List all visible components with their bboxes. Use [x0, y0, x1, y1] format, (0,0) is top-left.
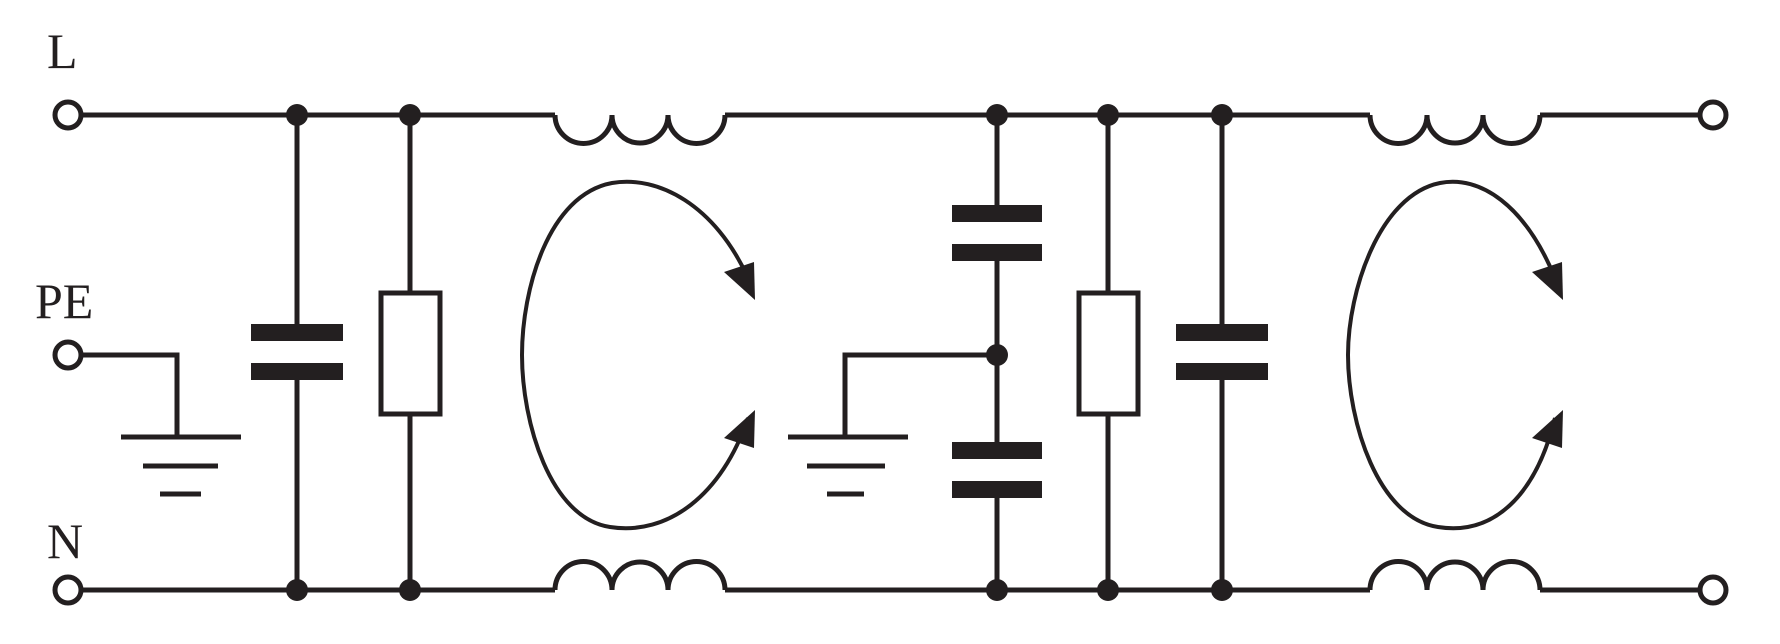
- y-capacitor-ground-symbol: [788, 352, 997, 497]
- x-capacitor-1: [251, 115, 343, 590]
- current-loop-arrow-2: [1345, 179, 1563, 531]
- label-neutral: N: [47, 513, 83, 569]
- pe-ground-symbol: [81, 352, 241, 497]
- terminal-neutral-input: [52, 574, 84, 606]
- x-capacitor-2: [1176, 115, 1268, 590]
- terminal-neutral-output: [1697, 574, 1729, 606]
- terminal-protective-earth: [52, 339, 84, 371]
- current-loop-arrow-1: [519, 179, 755, 531]
- junction-node: [1097, 104, 1119, 126]
- resistor-1: [378, 115, 443, 590]
- junction-node: [1211, 579, 1233, 601]
- junction-node: [286, 104, 308, 126]
- junction-nodes: [286, 104, 1233, 601]
- junction-node: [286, 579, 308, 601]
- junction-node: [986, 344, 1008, 366]
- common-mode-choke-2: [1367, 114, 1543, 591]
- label-protective-earth: PE: [35, 273, 93, 329]
- junction-node: [1211, 104, 1233, 126]
- common-mode-choke-1: [552, 114, 728, 591]
- resistor-2: [1076, 115, 1141, 590]
- junction-node: [1097, 579, 1119, 601]
- terminal-line-output: [1697, 99, 1729, 131]
- junction-node: [399, 104, 421, 126]
- label-line: L: [47, 23, 78, 79]
- junction-node: [986, 104, 1008, 126]
- y-capacitors: [952, 115, 1042, 590]
- junction-node: [399, 579, 421, 601]
- terminal-line-input: [52, 99, 84, 131]
- junction-node: [986, 579, 1008, 601]
